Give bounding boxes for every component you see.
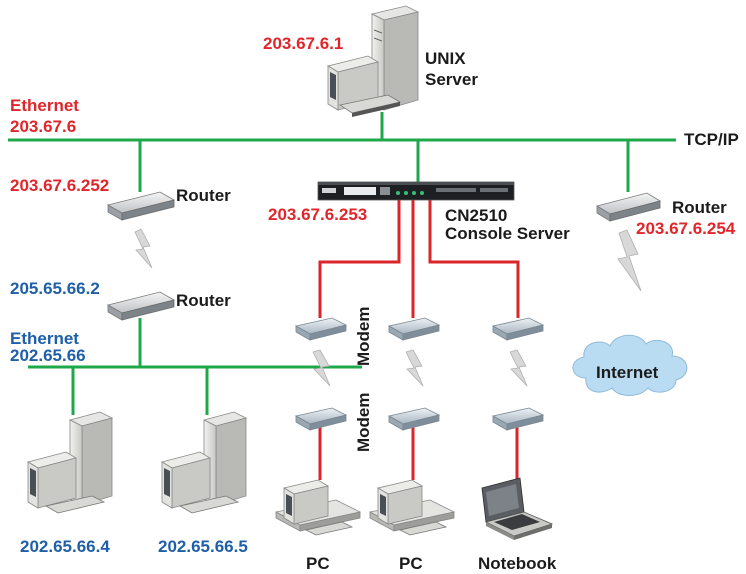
- serial-line-1: [318, 198, 401, 318]
- modems: [294, 317, 545, 431]
- serial-line-3: [428, 198, 520, 318]
- router-right-icon: [595, 192, 662, 222]
- workstation-icon: [160, 411, 248, 514]
- console-name-line1: CN2510: [445, 206, 507, 225]
- lightning-modem2-icon: [405, 349, 424, 387]
- modem-icon: [387, 407, 441, 431]
- host1-ip: 202.65.66.4: [20, 537, 110, 556]
- lightning-modem1-icon: [312, 349, 331, 387]
- modem-icon: [294, 317, 348, 341]
- bottom-ethernet-ip: 202.65.66: [10, 346, 86, 365]
- bottom-ethernet-label: Ethernet: [10, 329, 79, 348]
- pc-icon: [368, 479, 456, 536]
- lightning-modem3-icon: [509, 349, 528, 387]
- router-left-icon: [106, 191, 176, 221]
- pc-icon: [274, 479, 362, 536]
- lightning-right-icon: [617, 229, 642, 292]
- server-ip-label: 203.67.6.1: [263, 34, 343, 53]
- server-name-line1: UNIX: [425, 49, 466, 68]
- client-pc1-label: PC: [306, 554, 330, 573]
- cloud-icon: [572, 334, 688, 396]
- protocol-label: TCP/IP: [684, 130, 739, 149]
- router-right-label: Router: [672, 198, 727, 217]
- client-notebook-label: Notebook: [478, 554, 557, 573]
- labels: 203.67.6.1 UNIX Server Ethernet 203.67.6…: [10, 34, 739, 573]
- top-ethernet-label: Ethernet: [10, 96, 79, 115]
- console-ip-label: 203.67.6.253: [268, 205, 367, 224]
- router-left-label: Router: [176, 186, 231, 205]
- router-lower-ip: 205.65.66.2: [10, 279, 100, 298]
- modem-icon: [387, 317, 441, 341]
- router-right-ip: 203.67.6.254: [636, 219, 736, 238]
- modem-icon: [294, 407, 348, 431]
- client-pc2-label: PC: [399, 554, 423, 573]
- console-server-icon: [317, 181, 515, 201]
- router-lower-label: Router: [176, 291, 231, 310]
- modem-icon: [491, 407, 545, 431]
- modem-label-bottom: Modem: [354, 393, 373, 453]
- workstation-icon: [26, 411, 114, 514]
- modem-icon: [491, 317, 545, 341]
- internet-label: Internet: [596, 363, 659, 382]
- modem-label-top: Modem: [354, 307, 373, 367]
- ethernet-links: [8, 112, 676, 415]
- serial-links: [318, 198, 520, 483]
- console-name-line2: Console Server: [445, 224, 570, 243]
- router-left-ip: 203.67.6.252: [10, 176, 109, 195]
- lightning-left-icon: [134, 228, 153, 269]
- notebook-icon: [481, 477, 554, 540]
- server-name-line2: Server: [425, 70, 478, 89]
- host2-ip: 202.65.66.5: [158, 537, 248, 556]
- top-ethernet-ip: 203.67.6: [10, 117, 76, 136]
- router-lower-icon: [106, 291, 176, 321]
- wan-links: [134, 228, 642, 387]
- unix-server-icon: [326, 5, 420, 117]
